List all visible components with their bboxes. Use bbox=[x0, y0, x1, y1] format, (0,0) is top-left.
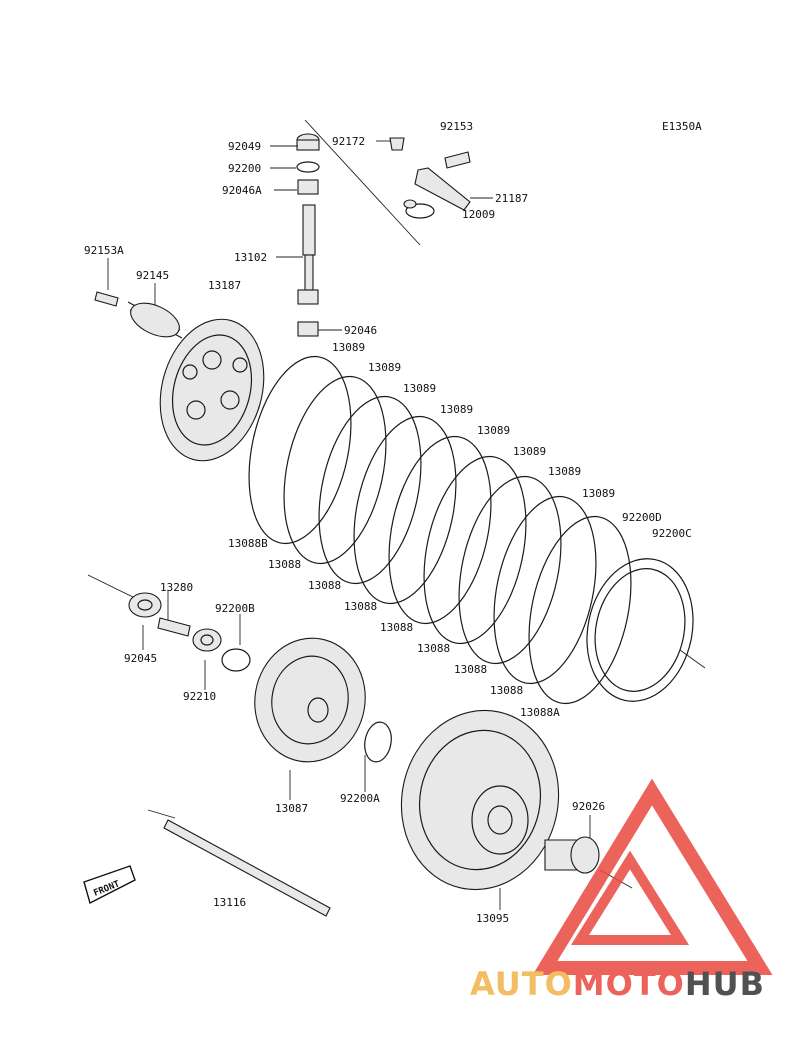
clutch-hub bbox=[254, 637, 392, 763]
hub-small-parts bbox=[87, 574, 251, 672]
label-13088-1: 13088 bbox=[268, 558, 301, 571]
label-92172: 92172 bbox=[332, 135, 365, 148]
watermark-triangle-inner bbox=[570, 850, 690, 945]
label-92049: 92049 bbox=[228, 140, 261, 153]
label-21187: 21187 bbox=[495, 192, 528, 205]
label-13088A: 13088A bbox=[520, 706, 560, 719]
label-13095: 13095 bbox=[476, 912, 509, 925]
label-92046A: 92046A bbox=[222, 184, 262, 197]
label-13087: 13087 bbox=[275, 802, 308, 815]
leader-lines bbox=[107, 140, 591, 910]
label-13089-4: 13089 bbox=[440, 403, 473, 416]
label-13102: 13102 bbox=[234, 251, 267, 264]
front-arrow: FRONT bbox=[83, 865, 136, 905]
watermark-moto: MOTO bbox=[573, 965, 685, 1003]
push-rod bbox=[147, 809, 331, 917]
release-lever bbox=[389, 137, 471, 219]
label-92200C: 92200C bbox=[652, 527, 692, 540]
label-92200B: 92200B bbox=[215, 602, 255, 615]
pressure-plate bbox=[94, 291, 265, 462]
watermark-triangle-outer bbox=[532, 778, 773, 975]
label-13116: 13116 bbox=[213, 896, 246, 909]
watermark-text: AUTOMOTOHUB bbox=[470, 965, 765, 1003]
label-13089-7: 13089 bbox=[548, 465, 581, 478]
clutch-housing bbox=[400, 709, 633, 891]
label-13089-8: 13089 bbox=[582, 487, 615, 500]
label-92153: 92153 bbox=[440, 120, 473, 133]
label-13280: 13280 bbox=[160, 581, 193, 594]
label-92153A: 92153A bbox=[84, 244, 124, 257]
label-13089-5: 13089 bbox=[477, 424, 510, 437]
label-13089-2: 13089 bbox=[368, 361, 401, 374]
label-92200A: 92200A bbox=[340, 792, 380, 805]
label-92026: 92026 bbox=[572, 800, 605, 813]
label-13187: 13187 bbox=[208, 279, 241, 292]
label-13089-1: 13089 bbox=[332, 341, 365, 354]
label-13088-2: 13088 bbox=[308, 579, 341, 592]
label-13089-6: 13089 bbox=[513, 445, 546, 458]
label-92200: 92200 bbox=[228, 162, 261, 175]
watermark-hub: HUB bbox=[685, 965, 765, 1003]
label-13088-4: 13088 bbox=[380, 621, 413, 634]
label-92045: 92045 bbox=[124, 652, 157, 665]
label-13088-7: 13088 bbox=[490, 684, 523, 697]
label-13088-6: 13088 bbox=[454, 663, 487, 676]
label-92046: 92046 bbox=[344, 324, 377, 337]
label-13088-5: 13088 bbox=[417, 642, 450, 655]
label-12009: 12009 bbox=[462, 208, 495, 221]
label-13088-3: 13088 bbox=[344, 600, 377, 613]
label-92200D: 92200D bbox=[622, 511, 662, 524]
clutch-plate-stack bbox=[248, 355, 706, 705]
label-92145: 92145 bbox=[136, 269, 169, 282]
watermark-logo: AUTOMOTOHUB bbox=[470, 778, 773, 1003]
diagram-code: E1350A bbox=[662, 120, 702, 133]
watermark-auto: AUTO bbox=[470, 965, 573, 1003]
label-92210: 92210 bbox=[183, 690, 216, 703]
release-shaft-assembly bbox=[296, 119, 421, 337]
label-13088B: 13088B bbox=[228, 537, 268, 550]
label-13089-3: 13089 bbox=[403, 382, 436, 395]
part-labels: 92049 92200 92046A 92172 92153 21187 120… bbox=[84, 120, 692, 925]
